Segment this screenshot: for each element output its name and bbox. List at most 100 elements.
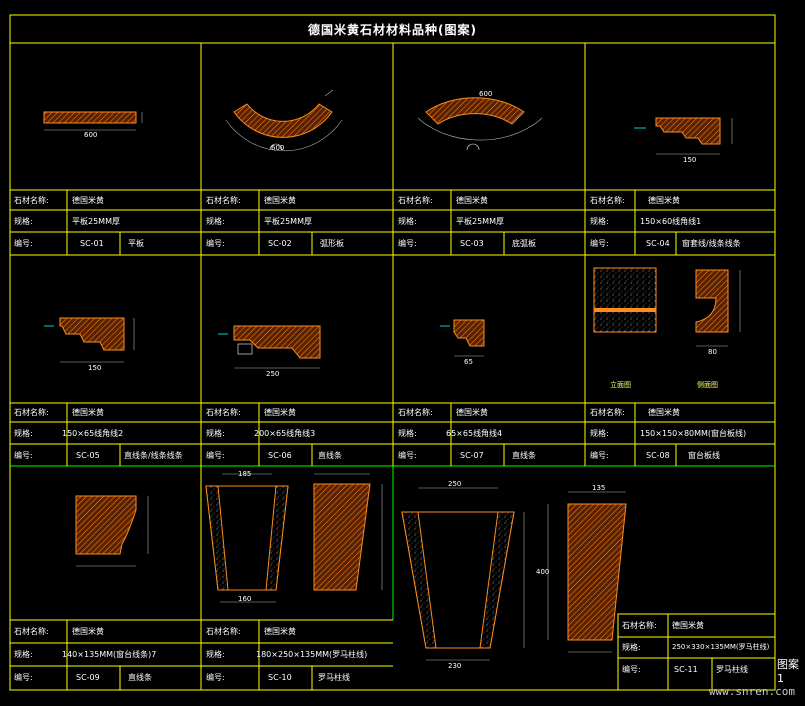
label-code: 编号:	[14, 451, 33, 460]
spec-value: 平板25MM厚	[456, 217, 504, 226]
drawing-sc11	[401, 487, 627, 661]
material-value: 德国米黄	[264, 408, 296, 417]
label-code: 编号:	[398, 451, 417, 460]
note-value: 罗马柱线	[318, 673, 350, 682]
spec-value: 65×65线角线4	[446, 429, 503, 438]
label-name: 石材名称:	[398, 196, 433, 205]
view-label-front: 立面图	[610, 381, 631, 389]
label-spec: 规格:	[590, 217, 609, 226]
dim-label: 400	[536, 568, 550, 576]
label-name: 石材名称:	[14, 627, 49, 636]
drawing-sc07	[440, 319, 485, 357]
spec-value: 250×330×135MM(罗马柱线)	[672, 643, 770, 651]
code-value: SC-04	[646, 239, 670, 248]
label-code: 编号:	[14, 239, 33, 248]
material-value: 德国米黄	[456, 408, 488, 417]
drawing-sc08	[593, 267, 741, 347]
note-value: 窗台板线	[688, 451, 720, 460]
code-value: SC-06	[268, 451, 292, 460]
dim-label: 600	[84, 131, 98, 139]
dim-label: 250	[448, 480, 462, 488]
label-name: 石材名称:	[206, 196, 241, 205]
label-spec: 规格:	[398, 429, 417, 438]
label-spec: 规格:	[398, 217, 417, 226]
drawing-sc09	[75, 495, 149, 567]
spec-value: 140×135MM(窗台线条)7	[62, 650, 157, 659]
page-title: 德国米黄石材材料品种(图案)	[308, 22, 477, 37]
sheet-tag: 图案1	[777, 658, 799, 685]
label-spec: 规格:	[14, 650, 33, 659]
code-value: SC-07	[460, 451, 484, 460]
dim-label: 150	[88, 364, 102, 372]
drawing-sc01	[43, 111, 143, 131]
row2-grid	[10, 255, 775, 466]
code-value: SC-10	[268, 673, 292, 682]
spec-value: 平板25MM厚	[264, 217, 312, 226]
spec-value: 180×250×135MM(罗马柱线)	[256, 650, 368, 659]
note-value: 罗马柱线	[716, 665, 748, 674]
code-value: SC-05	[76, 451, 100, 460]
note-value: 底弧板	[512, 239, 536, 248]
note-value: 平板	[128, 239, 144, 248]
dim-label: 600	[479, 90, 493, 98]
drawing-sc03	[417, 97, 543, 151]
dim-label: 150	[683, 156, 697, 164]
drawing-sc04	[634, 117, 733, 155]
note-value: 直线条	[318, 451, 342, 460]
dim-label: 160	[238, 595, 252, 603]
material-value: 德国米黄	[72, 408, 104, 417]
spec-value: 200×65线角线3	[254, 429, 316, 438]
code-value: SC-09	[76, 673, 100, 682]
material-value: 德国米黄	[648, 408, 680, 417]
row3-grid	[10, 466, 776, 691]
label-spec: 规格:	[206, 217, 225, 226]
drawing-sc06	[218, 325, 321, 369]
green-divider	[10, 465, 775, 620]
dim-label: 65	[464, 358, 473, 366]
material-value: 德国米黄	[264, 196, 296, 205]
label-name: 石材名称:	[590, 196, 625, 205]
label-spec: 规格:	[14, 429, 33, 438]
spec-value: 150×60线角线1	[640, 217, 702, 226]
label-name: 石材名称:	[206, 627, 241, 636]
label-name: 石材名称:	[14, 408, 49, 417]
note-value: 直线条	[128, 673, 152, 682]
note-value: 直线条	[512, 451, 536, 460]
watermark: www.snren.com	[708, 685, 795, 698]
label-name: 石材名称:	[590, 408, 625, 417]
dim-label: 185	[238, 470, 252, 478]
label-code: 编号:	[206, 451, 225, 460]
code-value: SC-08	[646, 451, 670, 460]
code-value: SC-11	[674, 665, 698, 674]
dim-label: 135	[592, 484, 606, 492]
label-name: 石材名称:	[14, 196, 49, 205]
drawing-sc05	[44, 317, 135, 363]
code-value: SC-03	[460, 239, 484, 248]
label-spec: 规格:	[206, 429, 225, 438]
row1-grid	[10, 43, 775, 255]
label-spec: 规格:	[206, 650, 225, 659]
material-value: 德国米黄	[672, 621, 704, 630]
label-name: 石材名称:	[622, 621, 657, 630]
label-code: 编号:	[590, 239, 609, 248]
dim-label: 230	[448, 662, 462, 670]
dim-label: 250	[266, 370, 280, 378]
label-name: 石材名称:	[398, 408, 433, 417]
spec-value: 150×65线角线2	[62, 429, 124, 438]
material-value: 德国米黄	[456, 196, 488, 205]
spec-value: 150×150×80MM(窗台板线)	[640, 429, 747, 438]
label-spec: 规格:	[622, 643, 641, 652]
code-value: SC-02	[268, 239, 292, 248]
label-code: 编号:	[398, 239, 417, 248]
label-name: 石材名称:	[206, 408, 241, 417]
dim-label: 600	[271, 144, 285, 152]
view-label-side: 侧面图	[697, 381, 718, 389]
note-value: 窗套线/线条线条	[682, 239, 741, 248]
drawing-sc02	[225, 89, 343, 152]
label-spec: 规格:	[14, 217, 33, 226]
material-value: 德国米黄	[72, 627, 104, 636]
material-value: 德国米黄	[648, 196, 680, 205]
label-code: 编号:	[206, 239, 225, 248]
material-value: 德国米黄	[264, 627, 296, 636]
